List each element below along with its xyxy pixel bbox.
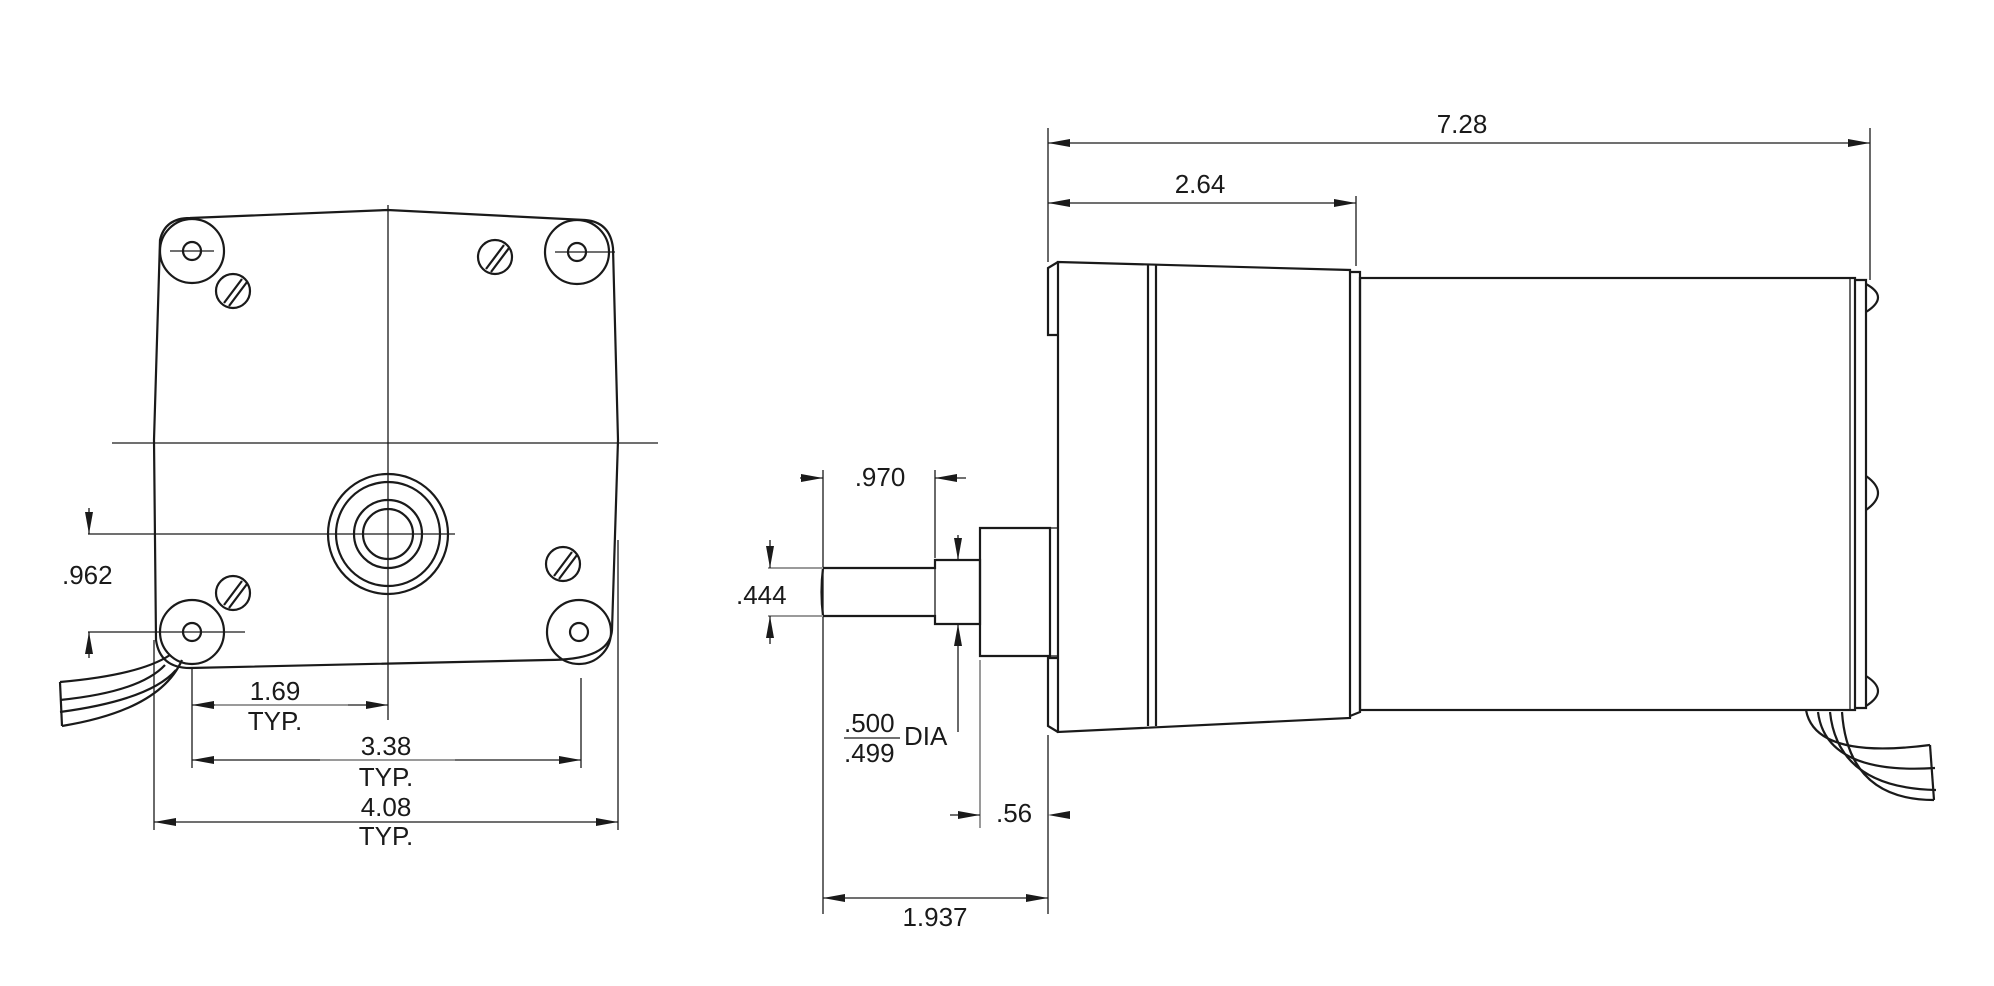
screw-bottom-right [544, 545, 582, 583]
dim-264: 2.64 [1048, 169, 1356, 207]
dim-444: .444 [736, 540, 787, 644]
dim-408-label: 4.08 [361, 792, 412, 822]
gearbox-body [1056, 260, 1352, 734]
output-shaft [820, 558, 982, 626]
dim-728: 7.28 [1048, 109, 1870, 147]
mounting-hole-top-left [158, 217, 226, 285]
dim-dia-label: DIA [904, 721, 948, 751]
output-boss [978, 526, 1052, 658]
side-wire-bundle [1804, 709, 1937, 802]
mounting-hole-bottom-left [158, 598, 226, 666]
mounting-hole-top-right [543, 218, 615, 286]
dim-169-note: TYP. [248, 706, 302, 736]
dim-728-label: 7.28 [1437, 109, 1488, 139]
motor-end-cap [1855, 278, 1868, 710]
side-view: 7.28 2.64 .970 .444 [736, 109, 1937, 932]
dim-264-label: 2.64 [1175, 169, 1226, 199]
dim-338: 3.38 TYP. [192, 731, 581, 792]
dim-962: .962 [62, 508, 113, 658]
front-housing-outline [152, 208, 620, 670]
dim-56-label: .56 [996, 798, 1032, 828]
dim-169: 1.69 TYP. [192, 676, 388, 736]
dim-970: .970 [800, 462, 966, 492]
dim-499-label: .499 [844, 738, 895, 768]
screw-top-right [476, 238, 514, 276]
screw-bottom-left [214, 574, 252, 612]
dim-962-label: .962 [62, 560, 113, 590]
front-wire-bundle [58, 654, 184, 728]
dim-56: .56 [950, 798, 1070, 828]
front-shaft-boss [326, 472, 450, 596]
dim-444-label: .444 [736, 580, 787, 610]
dim-338-label: 3.38 [361, 731, 412, 761]
dim-500-label: .500 [844, 708, 895, 738]
dim-169-label: 1.69 [250, 676, 301, 706]
dim-408-note: TYP. [359, 821, 413, 851]
dim-408: 4.08 TYP. [154, 792, 618, 851]
dim-1937-label: 1.937 [902, 902, 967, 932]
screw-top-left [214, 272, 252, 310]
dim-338-note: TYP. [359, 762, 413, 792]
mounting-hole-bottom-right [545, 598, 613, 666]
dim-1937: 1.937 [823, 894, 1048, 932]
front-view: .962 1.69 TYP. 3.38 TYP. 4.08 TYP. [58, 205, 658, 851]
dim-500-dia: .500 .499 DIA [844, 535, 962, 768]
dim-970-label: .970 [855, 462, 906, 492]
motor-body [1358, 276, 1857, 712]
